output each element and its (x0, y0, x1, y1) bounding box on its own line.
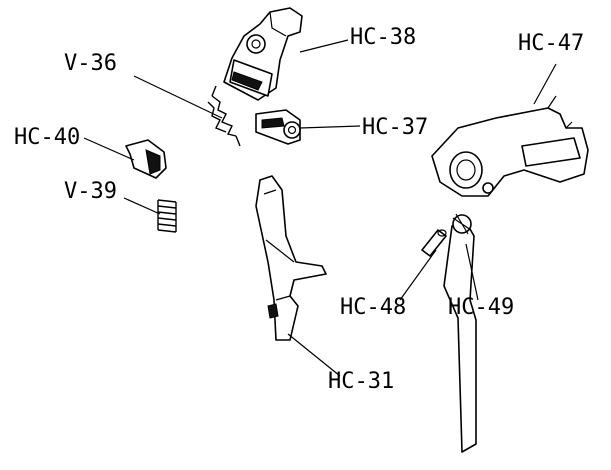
label-hc-38: HC-38 (350, 25, 416, 50)
leader-hc-37 (299, 125, 361, 129)
label-v-36: V-36 (64, 51, 117, 76)
leader-hc-47 (533, 63, 557, 105)
leader-hc-38 (299, 39, 349, 53)
part-hc-31 (255, 175, 327, 341)
label-hc-31: HC-31 (328, 369, 394, 394)
leader-hc-48 (399, 249, 437, 301)
label-hc-48: HC-48 (340, 295, 406, 320)
leader-hc-40 (83, 137, 135, 161)
label-v-39: V-39 (64, 179, 117, 204)
part-v-36 (207, 85, 241, 147)
leader-hc-49 (465, 243, 479, 301)
part-hc-47 (431, 95, 589, 197)
leader-v-39 (123, 197, 161, 215)
part-hc-48 (421, 229, 447, 257)
leader-v-36 (133, 75, 223, 119)
part-hc-49 (443, 213, 477, 453)
part-hc-37 (255, 109, 301, 145)
label-hc-47: HC-47 (518, 31, 584, 56)
part-v-39 (157, 199, 177, 233)
leader-hc-31 (287, 333, 341, 377)
part-hc-38 (223, 7, 303, 101)
label-hc-37: HC-37 (362, 115, 428, 140)
label-hc-49: HC-49 (448, 295, 514, 320)
leader-lines (83, 39, 557, 377)
part-hc-40 (125, 139, 167, 179)
label-hc-40: HC-40 (14, 125, 80, 150)
